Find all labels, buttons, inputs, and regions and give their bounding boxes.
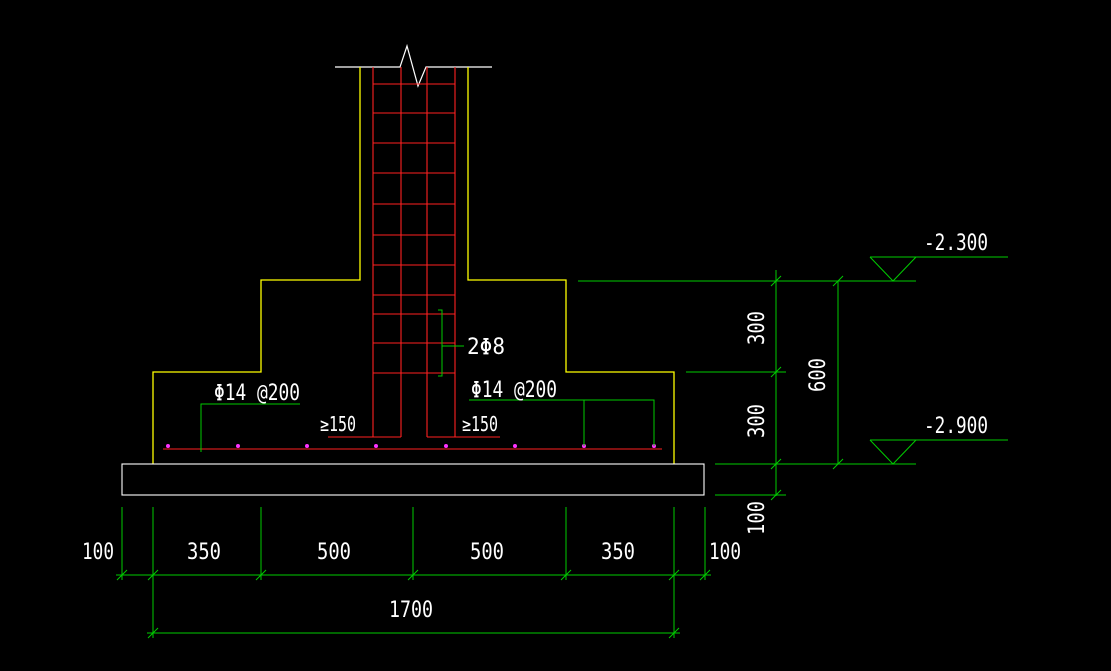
dim-overall-width: 1700 — [389, 598, 433, 623]
dim-upper-step: 300 — [745, 311, 770, 345]
vertical-dimensions — [686, 270, 844, 501]
dim-pad-thickness: 100 — [745, 501, 770, 535]
elevation-marker-bottom — [715, 439, 1008, 465]
hook-left-label: ≥150 — [320, 412, 356, 436]
rebar-leaders — [200, 309, 655, 452]
dim-seg-5: 350 — [601, 540, 635, 565]
dim-lower-step: 300 — [745, 404, 770, 438]
footing-outline — [152, 67, 675, 464]
dim-seg-4: 500 — [470, 540, 504, 565]
hook-right-label: ≥150 — [462, 412, 498, 436]
rebar-right-label: Φ14 @200 — [471, 378, 557, 403]
rebar-left-label: Φ14 @200 — [214, 381, 300, 406]
distribution-bar-dots — [166, 444, 656, 448]
column-rebar-cage — [328, 67, 500, 438]
dim-seg-2: 350 — [187, 540, 221, 565]
dim-seg-3: 500 — [317, 540, 351, 565]
concrete-pad — [121, 463, 705, 496]
elevation-marker-top — [578, 256, 1008, 282]
dim-total-height: 600 — [806, 358, 831, 392]
elevation-bottom-label: -2.900 — [924, 414, 988, 439]
horizontal-dimensions — [116, 507, 711, 639]
dim-seg-6: 100 — [709, 540, 741, 565]
elevation-top-label: -2.300 — [924, 231, 988, 256]
column-break-line — [335, 43, 492, 88]
dim-seg-1: 100 — [82, 540, 114, 565]
rebar-column-label: 2Φ8 — [467, 335, 505, 360]
